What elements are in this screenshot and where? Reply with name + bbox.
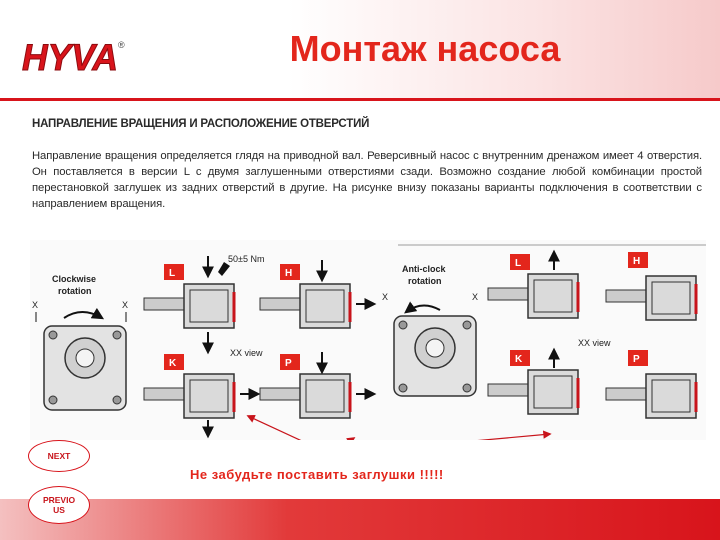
badge-p-text: P [285,358,292,369]
logo-wordmark: HYVA [22,37,118,76]
x-mark-right: X [122,300,128,310]
description-paragraph: Направление вращения определяется глядя … [32,150,702,210]
anticlock-label: Anti-clock [402,264,447,274]
badge-k-text: K [169,358,177,369]
pump-side-l [143,283,236,329]
badge-h-text: H [285,268,292,279]
text-block: НАПРАВЛЕНИЕ ВРАЩЕНИЯ И РАСПОЛОЖЕНИЕ ОТВЕ… [32,118,702,212]
badge-p-2 [628,350,648,366]
previous-label-line-1: PREVIO [42,495,76,505]
badge-l-2-text: L [515,258,521,269]
xx-view-label-left: XX view [230,348,263,358]
next-button-label: NEXT [47,451,71,461]
pump-side-h [259,283,352,329]
x-mark-left: X [32,300,38,310]
plug-reminder: Не забудьте поставить заглушки !!!!! [190,467,444,482]
pump-front-view-2 [393,315,477,397]
hyva-logo: HYVA ® [22,37,126,77]
badge-p-2-text: P [633,354,640,365]
badge-h-2-text: H [633,256,640,267]
pump-side-k [143,373,236,419]
clockwise-label: Clockwise [52,274,96,284]
pump-side-p-2 [605,373,698,419]
header-divider [0,98,720,101]
footer-bar [0,499,720,540]
anticlock-rotation-label: rotation [408,276,442,286]
badge-k [164,354,184,370]
pump-side-l-2 [487,273,580,319]
previous-label-line-2: US [53,505,65,515]
torque-label: 50±5 Nm [228,254,264,264]
pump-front-view [43,325,127,411]
x-mark-left-2: X [382,292,388,302]
pump-side-k-2 [487,369,580,415]
plug-pointer-arrows [246,415,552,440]
clockwise-group: Clockwise rotation X X L 50±5 Nm [32,254,377,439]
badge-l-text: L [169,268,175,279]
rotation-label: rotation [58,286,92,296]
page-title: Монтаж насоса [289,28,561,69]
badge-l-2 [510,254,530,270]
anticlock-group: Anti-clock rotation X X L H [382,249,698,419]
next-button[interactable]: NEXT [28,440,90,472]
x-mark-right-2: X [472,292,478,302]
section-heading: НАПРАВЛЕНИЕ ВРАЩЕНИЯ И РАСПОЛОЖЕНИЕ ОТВЕ… [32,118,370,130]
pump-rotation-diagram: Clockwise rotation X X L 50±5 Nm [30,240,706,440]
badge-k-2-text: K [515,354,523,365]
badge-k-2 [510,350,530,366]
registered-mark: ® [118,40,125,50]
badge-h [280,264,300,280]
wrench-icon [218,262,230,276]
badge-p [280,354,300,370]
badge-h-2 [628,252,648,268]
badge-l [164,264,184,280]
xx-view-label-right: XX view [578,338,611,348]
pump-side-h-2 [605,275,698,321]
